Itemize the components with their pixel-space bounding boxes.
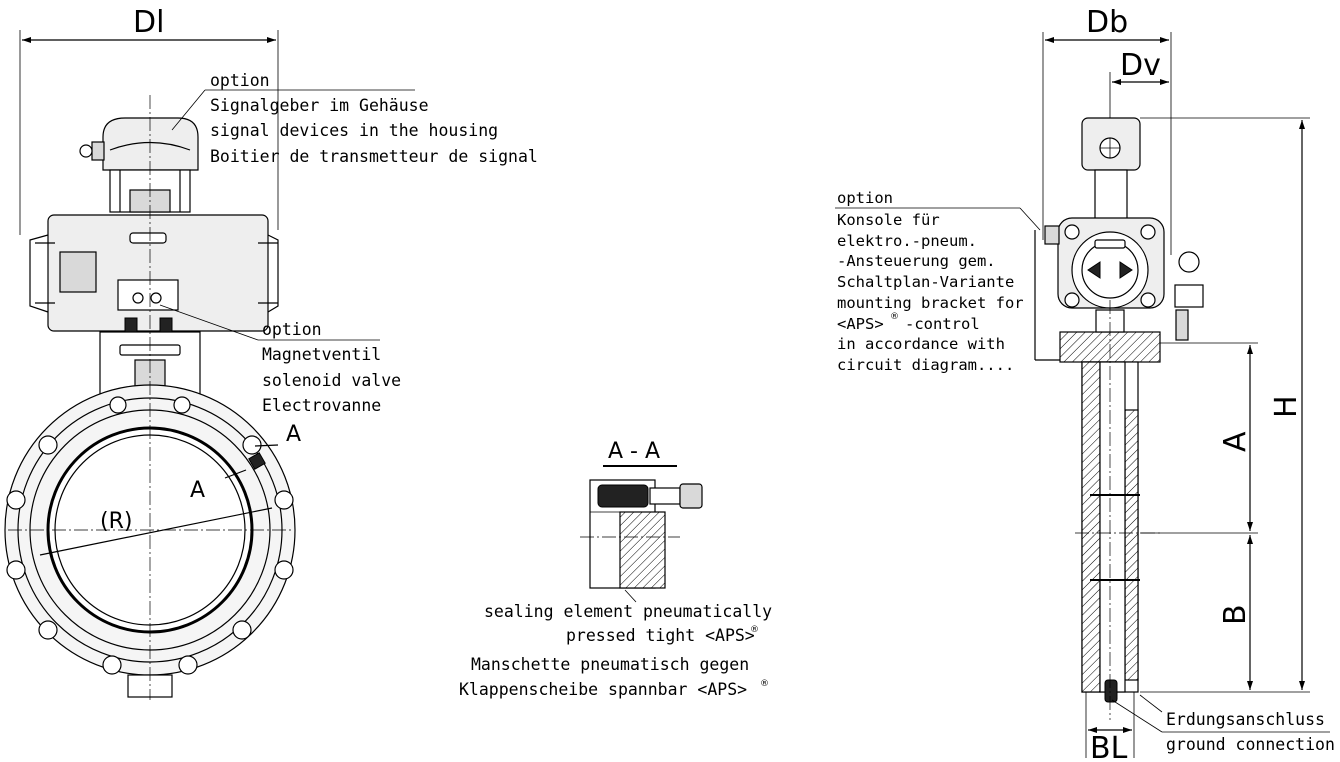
section-body [580, 479, 703, 589]
side-valve-body [1075, 300, 1160, 720]
solenoid-option-label: option [262, 320, 322, 339]
signal-option-note: option Signalgeber im Gehäuse signal dev… [171, 71, 538, 166]
side-view: Db Dv [835, 5, 1335, 762]
section-sup-1: ® [750, 625, 759, 635]
bracket-note-1: Konsole für [837, 211, 940, 229]
dim-bl-label: BL [1090, 731, 1128, 762]
section-note-de-1: Manschette pneumatisch gegen [471, 655, 749, 674]
dim-dl-label: Dl [133, 5, 164, 40]
section-marker-a-lower: A [190, 478, 205, 503]
bracket-note-2: elektro.-pneum. [837, 232, 977, 250]
section-view: A - A sealing element pneumatically pres… [459, 439, 772, 699]
ground-note-de: Erdungsanschluss [1166, 710, 1325, 729]
bracket-option-label: option [837, 189, 893, 207]
side-signal-box [1081, 117, 1141, 221]
dv-dimension: Dv [1109, 48, 1169, 120]
signal-option-label: option [210, 71, 270, 90]
solenoid-option-note: option Magnetventil solenoid valve Elect… [159, 304, 401, 415]
signal-box [79, 117, 199, 213]
radius-label: (R) [100, 509, 132, 534]
bracket-note-6b: -control [905, 315, 980, 333]
dim-b-label: B [1218, 604, 1253, 625]
section-note-de-2: Klappenscheibe spannbar <APS> [459, 680, 747, 699]
valve-body-front: (R) A A [4, 95, 301, 700]
bracket-note-3: -Ansteuerung gem. [837, 252, 996, 270]
signal-note-fr: Boitier de transmetteur de signal [210, 147, 538, 166]
db-dimension: Db [1042, 5, 1172, 255]
dim-h-label: H [1269, 395, 1304, 418]
solenoid-note-en: solenoid valve [262, 371, 401, 390]
section-sup-2: ® [760, 679, 769, 689]
signal-note-en: signal devices in the housing [210, 121, 498, 140]
signal-note-de: Signalgeber im Gehäuse [210, 96, 429, 115]
solenoid-note-fr: Electrovanne [262, 396, 381, 415]
side-actuator [1044, 217, 1204, 341]
bracket-option-note: option Konsole für elektro.-pneum. -Anst… [835, 189, 1041, 374]
dim-dv-label: Dv [1120, 48, 1161, 83]
section-marker-a-upper: A [286, 422, 301, 447]
dim-db-label: Db [1086, 5, 1128, 40]
actuator [29, 214, 279, 335]
section-note-en-2: pressed tight <APS> [566, 626, 755, 645]
bracket-note-6: <APS> [837, 315, 884, 333]
front-view: Dl [4, 5, 538, 700]
bracket-note-8: circuit diagram.... [837, 356, 1014, 374]
bracket-note-7: in accordance with [837, 335, 1005, 353]
ground-note: Erdungsanschluss ground connection [1111, 694, 1335, 754]
section-note-en-1: sealing element pneumatically [484, 602, 772, 621]
ground-note-en: ground connection [1166, 735, 1335, 754]
section-title: A - A [608, 439, 660, 464]
solenoid-note-de: Magnetventil [262, 345, 381, 364]
dim-a-label: A [1218, 431, 1253, 452]
bracket-note-4: Schaltplan-Variante [837, 273, 1014, 291]
bl-dimension: BL [1085, 692, 1135, 762]
bracket-sup: ® [890, 312, 899, 322]
bracket-note-5: mounting bracket for [837, 294, 1024, 312]
dl-dimension: Dl [19, 5, 279, 235]
hab-dimensions: H A B [1140, 117, 1310, 693]
